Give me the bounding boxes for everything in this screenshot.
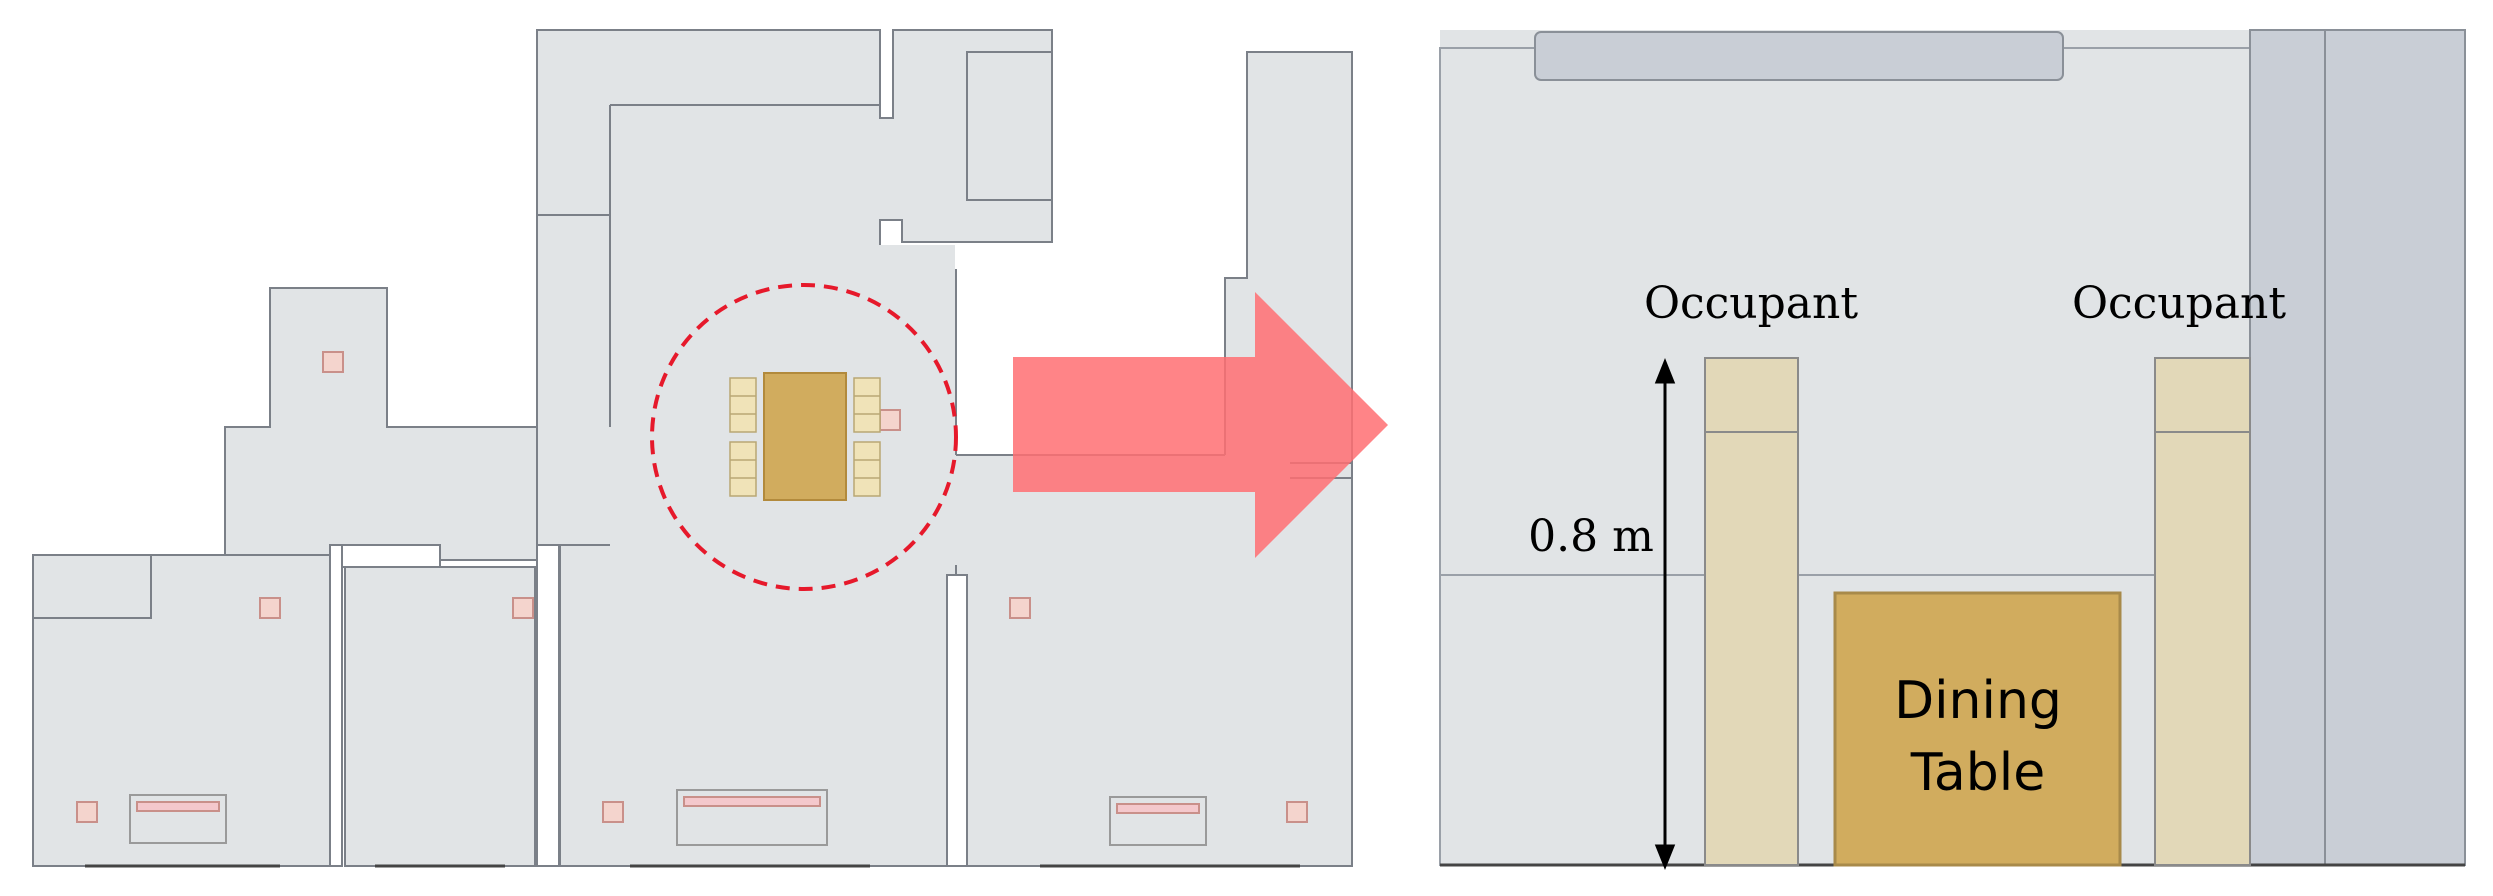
left-hall [224,287,538,561]
furniture [129,789,1207,846]
vent [512,597,534,619]
height-dimension [1654,357,1676,871]
table-label-line1: Dining [1894,671,2062,731]
occupant-left-label: Occupant [1644,278,1858,329]
dining-set [729,372,881,501]
vent [602,801,624,823]
dining-table [1833,591,2122,867]
closet [966,51,1053,201]
distance-label: 0.8 m [1528,511,1654,562]
dining-table-small [763,372,847,501]
bedroom-2 [344,566,536,867]
vent [322,351,344,373]
focus-circle [650,283,958,591]
zoom-wall-strip [1534,31,2064,81]
floor-plan [32,29,1353,868]
zoom-side-wall [2249,29,2326,866]
vent [76,801,98,823]
vent [1009,597,1031,619]
vent [259,597,281,619]
vent [879,409,901,431]
zoom-view: Occupant Occupant 0.8 m Dining Table [1439,29,2466,871]
bed-pillow [1116,803,1200,814]
occupant-right-label: Occupant [2072,278,2286,329]
zoom-arrow [1013,292,1388,558]
bed-pillow [136,801,220,812]
chair [729,441,757,497]
zoom-side-wall-outer [2324,29,2466,866]
vent [1286,801,1308,823]
occupant-right [2154,357,2251,866]
chair [729,377,757,433]
occupant-left [1704,357,1799,866]
bed-pillow [683,796,821,807]
chair [853,441,881,497]
chair [853,377,881,433]
west-alcove [32,554,152,619]
table-label-line2: Table [1910,743,2045,803]
vents [76,351,1308,823]
